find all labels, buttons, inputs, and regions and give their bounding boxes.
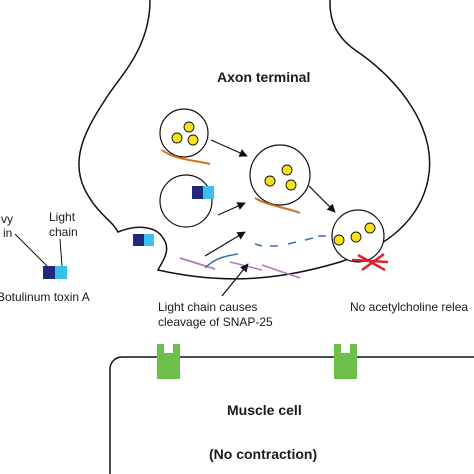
process-arrows <box>204 139 336 297</box>
vesicle-1 <box>159 108 211 165</box>
toxin-label: Botulinum toxin A <box>0 290 90 304</box>
heavy-chain-block <box>192 186 203 199</box>
heavy-chain-label-line2: in <box>3 226 13 240</box>
receptor-left <box>157 344 180 379</box>
neurotransmitter-dot <box>264 175 276 187</box>
vesicle-3 <box>159 174 214 228</box>
heavy-chain-label-line1: vy <box>1 212 13 226</box>
cleavage-label-line1: Light chain causes <box>158 300 258 314</box>
receptor-right <box>334 344 357 379</box>
neurotransmitter-dot <box>171 132 183 144</box>
light-chain-block <box>203 186 214 199</box>
neurotransmitter-dot <box>183 121 195 133</box>
arrow <box>221 263 249 297</box>
light-chain-block <box>55 266 67 279</box>
snare-protein <box>254 197 301 214</box>
arrow <box>217 202 246 216</box>
muscle-cell-outline <box>109 356 474 474</box>
no-contraction-label: (No contraction) <box>209 446 318 462</box>
vesicle-2 <box>249 144 311 214</box>
axon-terminal-label: Axon terminal <box>217 69 311 85</box>
arrow <box>210 139 248 157</box>
neurotransmitter-dot <box>281 164 293 176</box>
heavy-chain-pointer <box>14 233 48 267</box>
light-chain-label-line1: Light <box>49 210 76 224</box>
free-toxin <box>14 233 67 279</box>
neurotransmitter-dot <box>285 179 297 191</box>
toxin-entering <box>133 234 154 246</box>
axon-terminal-outline <box>78 0 431 280</box>
muscle-cell-label: Muscle cell <box>227 402 302 418</box>
light-chain-label-line2: chain <box>49 225 78 239</box>
cleavage-label-line2: cleavage of SNAP-25 <box>158 315 273 329</box>
snare-protein <box>161 149 211 165</box>
block-cross-mark <box>351 252 389 272</box>
neurotransmitter-dot <box>350 231 362 243</box>
neurotransmitter-dot <box>187 134 199 146</box>
light-chain-block <box>144 234 154 246</box>
heavy-chain-block <box>43 266 55 279</box>
arrow <box>308 185 336 213</box>
vesicle-4 <box>331 209 389 272</box>
neurotransmitter-dot <box>364 222 376 234</box>
neurotransmitter-dot <box>333 234 345 246</box>
light-chain-pointer <box>59 238 63 267</box>
heavy-chain-block <box>133 234 144 246</box>
no-acetylcholine-label: No acetylcholine relea <box>350 300 469 314</box>
arrow <box>204 231 246 257</box>
